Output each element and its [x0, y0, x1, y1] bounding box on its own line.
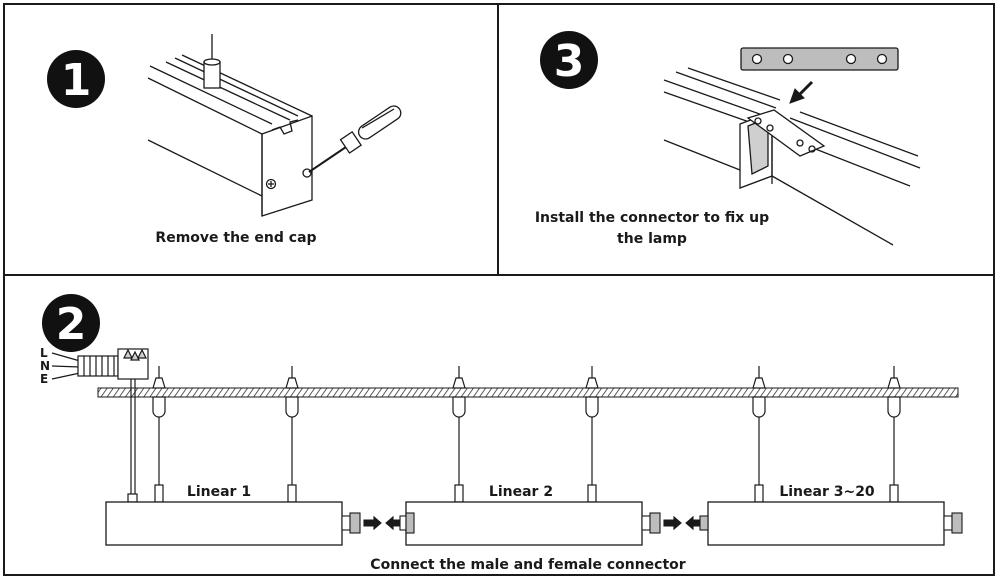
female-connector-icon — [699, 515, 709, 531]
suspension-cables — [152, 366, 901, 503]
female-connector-icon — [399, 512, 415, 534]
step1-number: 1 — [61, 55, 92, 106]
step3-number: 3 — [554, 36, 585, 87]
lamp-label-3: Linear 3~20 — [779, 484, 875, 500]
cable-hanger — [285, 366, 299, 503]
connector-pair-1 — [341, 512, 415, 534]
step2-caption: Connect the male and female connector — [370, 557, 685, 573]
lamp-label-2: Linear 2 — [489, 484, 553, 500]
insert-arrow-icon — [789, 80, 814, 104]
step1-caption: Remove the end cap — [155, 230, 316, 246]
lamp-body-3 — [707, 501, 945, 546]
end-connector — [943, 512, 963, 534]
male-connector-icon — [943, 512, 963, 534]
wire-label-n: N — [40, 359, 50, 373]
junction-box — [51, 348, 149, 503]
cable-hanger — [752, 366, 766, 503]
connector-plate — [740, 47, 899, 71]
cable-hanger — [452, 366, 466, 503]
step2-number: 2 — [56, 299, 87, 350]
lamp-profile-illustration — [147, 34, 313, 217]
male-connector-icon — [341, 512, 361, 534]
step3-caption-line1: Install the connector to fix up — [535, 210, 769, 226]
lamp-label-1: Linear 1 — [187, 484, 251, 500]
connect-arrows-icon — [663, 515, 701, 531]
cable-hanger — [152, 366, 166, 503]
panel-frames — [3, 3, 995, 576]
connector-pair-2 — [641, 512, 709, 534]
ceiling — [97, 387, 959, 398]
lamp-bodies — [105, 501, 945, 546]
cable-hanger — [585, 366, 599, 503]
cable-hanger — [887, 366, 901, 503]
step3-caption-line2: the lamp — [617, 231, 687, 247]
connect-arrows-icon — [363, 515, 401, 531]
wire-label-l: L — [40, 346, 48, 360]
lamp-body-2 — [405, 501, 643, 546]
wire-label-e: E — [40, 372, 48, 386]
step1-badge — [47, 50, 105, 108]
step3-badge — [540, 31, 598, 89]
step2-group: 2 L N E — [40, 294, 963, 573]
joined-lamp-profiles — [663, 67, 921, 246]
step2-badge — [42, 294, 100, 352]
step1-group: 1 — [47, 34, 402, 246]
lamp-body-1 — [105, 501, 343, 546]
panel-step2 — [3, 274, 995, 576]
male-connector-icon — [641, 512, 661, 534]
step3-group: 3 — [535, 31, 921, 247]
screwdriver-icon — [308, 105, 402, 173]
